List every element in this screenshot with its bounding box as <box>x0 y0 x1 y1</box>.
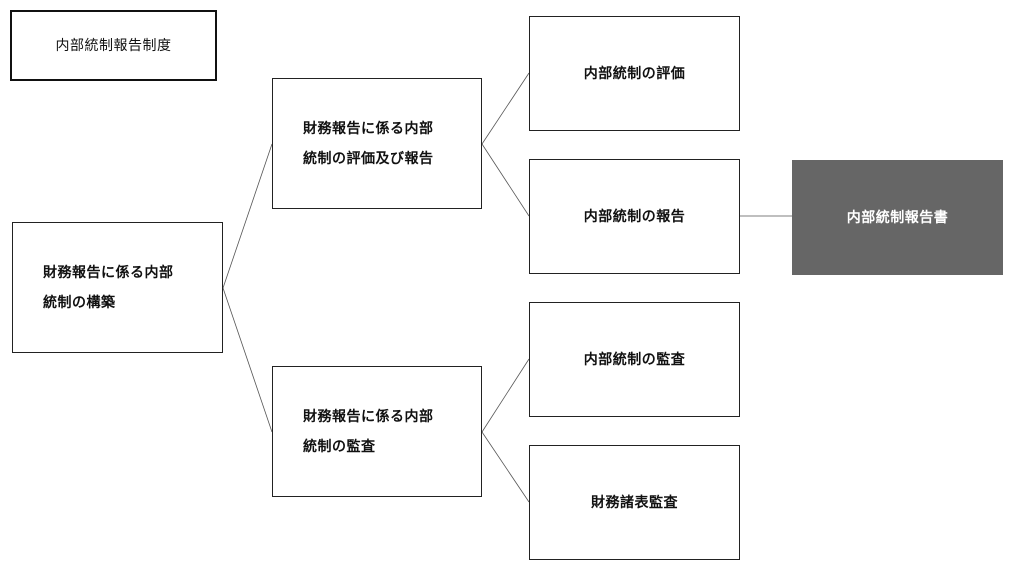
branch-evaluation-label: 財務報告に係る内部 統制の評価及び報告 <box>303 120 434 167</box>
diagram-title-box: 内部統制報告制度 <box>10 10 217 81</box>
output-node-ic-report-document: 内部統制報告書 <box>792 160 1003 275</box>
leaf-node-ic-evaluation: 内部統制の評価 <box>529 16 740 131</box>
branch-node-audit: 財務報告に係る内部 統制の監査 <box>272 366 482 497</box>
leaf-node-fs-audit: 財務諸表監査 <box>529 445 740 560</box>
connector-audit-to-ic-audit <box>481 358 530 433</box>
leaf-node-ic-report: 内部統制の報告 <box>529 159 740 274</box>
connector-eval-to-ic-eval <box>481 72 530 145</box>
connector-root-to-audit <box>222 287 273 433</box>
leaf-ic-evaluation-label: 内部統制の評価 <box>583 65 686 82</box>
branch-audit-label: 財務報告に係る内部 統制の監査 <box>303 408 434 455</box>
output-node-label: 内部統制報告書 <box>846 209 949 226</box>
connector-audit-to-fs-audit <box>481 431 530 503</box>
branch-node-evaluation-report: 財務報告に係る内部 統制の評価及び報告 <box>272 78 482 209</box>
root-node-ic-construction: 財務報告に係る内部 統制の構築 <box>12 222 223 353</box>
diagram-title: 内部統制報告制度 <box>55 37 172 54</box>
connector-eval-to-ic-report <box>481 143 530 217</box>
leaf-ic-audit-label: 内部統制の監査 <box>583 351 686 368</box>
leaf-node-ic-audit: 内部統制の監査 <box>529 302 740 417</box>
root-node-label: 財務報告に係る内部 統制の構築 <box>43 264 174 311</box>
connector-root-to-eval <box>222 143 273 289</box>
leaf-fs-audit-label: 財務諸表監査 <box>591 494 678 511</box>
leaf-ic-report-label: 内部統制の報告 <box>583 208 686 225</box>
